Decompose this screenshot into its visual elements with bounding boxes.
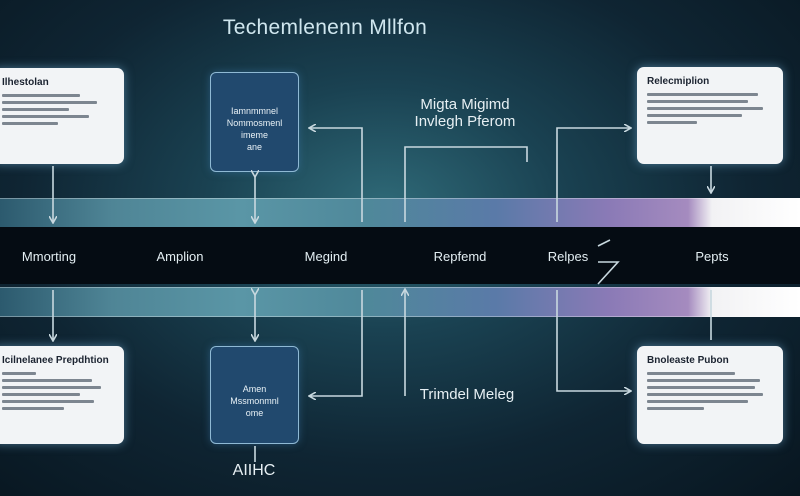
- card-top-left-title: Ilhestolan: [2, 77, 49, 88]
- top-annotation-line-2: Invlegh Pferom: [414, 113, 516, 130]
- process-node-bottom-line-2: Mssmonmnl: [230, 396, 279, 406]
- stage-label-2: Amplion: [156, 249, 204, 264]
- stage-label-6: Pepts: [695, 249, 729, 264]
- arrow-to-node-top: [310, 128, 363, 222]
- card-top-right: Relecmiplion: [637, 67, 783, 164]
- process-node-bottom-line-1: Amen: [242, 384, 267, 394]
- card-top-left: Ilhestolan: [0, 68, 124, 164]
- card-top-right-title: Relecmiplion: [647, 76, 710, 87]
- process-node-top-line-4: ane: [246, 142, 263, 152]
- stage-label-3: Megind: [304, 249, 348, 264]
- stage-label-1: Mmorting: [21, 249, 77, 264]
- arrow-bracket-top: [404, 146, 528, 222]
- card-bottom-left-title: Icilnelanee Prepdhtion: [2, 355, 109, 366]
- card-bottom-right-title: Bnoleaste Pubon: [647, 355, 729, 366]
- bottom-node-label: AIIHC: [232, 462, 276, 479]
- process-node-bottom: Amen Mssmonmnl ome: [210, 346, 299, 444]
- arrow-to-node-bottom: [310, 290, 363, 396]
- stage-bar: [0, 227, 800, 284]
- diagram-title: Techemlenenn Mllfon: [222, 16, 428, 39]
- card-bottom-left: Icilnelanee Prepdhtion: [0, 346, 124, 444]
- process-node-top-line-1: Iamnmmnel: [230, 106, 278, 116]
- card-bottom-right: Bnoleaste Pubon: [637, 346, 783, 444]
- process-node-top-line-3: imeme: [240, 130, 268, 140]
- arrow-to-card-tr: [556, 128, 630, 222]
- stage-label-5: Relpes: [547, 249, 589, 264]
- zigzag-icon: [597, 239, 620, 285]
- arrow-to-card-br: [556, 290, 630, 391]
- stage-label-4: Repfemd: [433, 249, 487, 264]
- bottom-annotation: Trimdel Meleg: [419, 386, 515, 403]
- lower-flow-band: [0, 287, 800, 317]
- top-annotation-line-1: Migta Migimd: [420, 96, 510, 113]
- process-node-top-line-2: Nommosmenl: [226, 118, 283, 128]
- top-annotation: Migta Migimd Invlegh Pferom: [380, 96, 550, 130]
- process-node-bottom-line-3: ome: [245, 408, 264, 418]
- process-node-top: Iamnmmnel Nommosmenl imeme ane: [210, 72, 299, 172]
